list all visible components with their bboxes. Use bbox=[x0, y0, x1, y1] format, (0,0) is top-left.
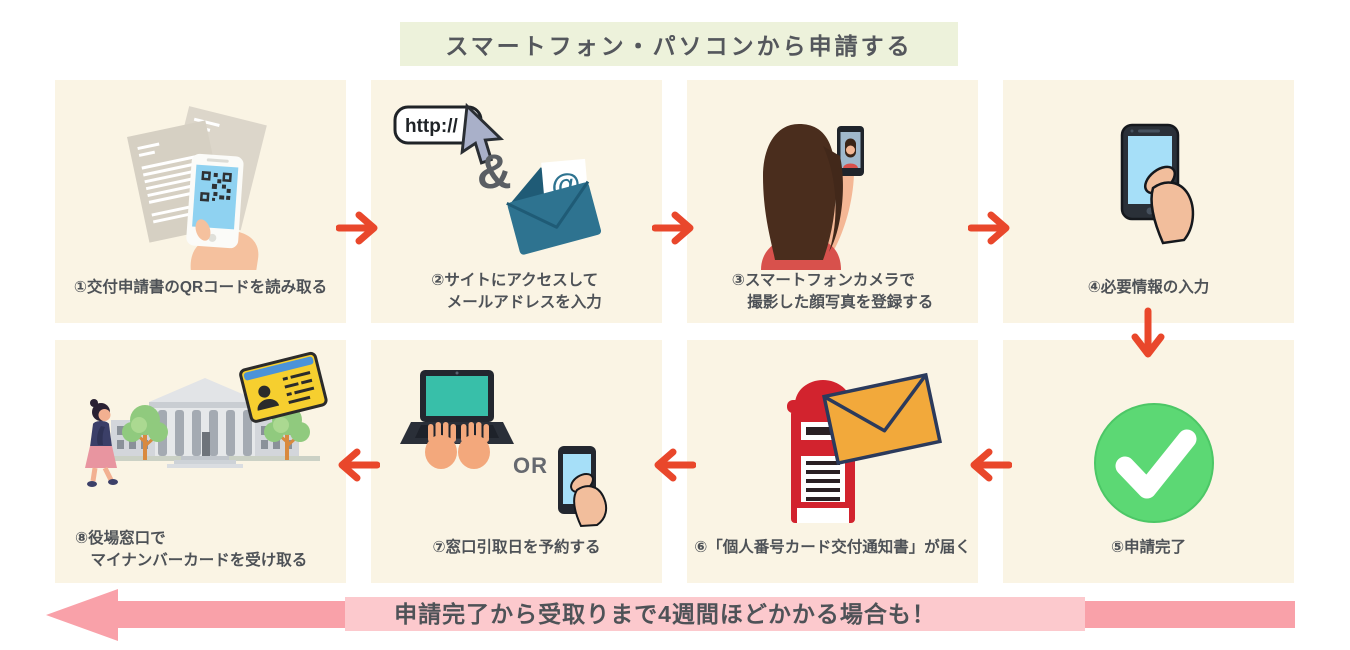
phone-in-hand-icon bbox=[1120, 123, 1195, 245]
tree-icon-left bbox=[122, 405, 168, 460]
arrow-right-icon-2 bbox=[652, 211, 694, 245]
phone-in-hand-icon bbox=[558, 446, 608, 528]
step-caption-4: ④必要情報の入力 bbox=[1087, 279, 1210, 296]
arrow-left-icon-1 bbox=[970, 448, 1012, 482]
arrow-left-icon-3 bbox=[338, 448, 380, 482]
city-office-illustration bbox=[85, 351, 328, 487]
arrow-right-icon-3 bbox=[968, 211, 1010, 245]
arrow-down-icon bbox=[1131, 307, 1165, 358]
cursor-icon bbox=[460, 102, 505, 165]
step-caption-2: ②サイトにアクセスして メールアドレスを入力 bbox=[431, 272, 602, 311]
or-label: OR bbox=[513, 453, 548, 478]
page-title: スマートフォン・パソコンから申請する bbox=[400, 22, 958, 66]
arrow-left-icon-2 bbox=[654, 448, 696, 482]
hand bbox=[573, 485, 608, 528]
complete-illustration bbox=[1094, 403, 1214, 523]
qr-code bbox=[199, 171, 232, 202]
return-arrow-note: 申請完了から受取りまで4週間ほどかかる場合も！ bbox=[394, 601, 936, 627]
qr-scan-illustration bbox=[127, 106, 267, 270]
input-info-illustration bbox=[1120, 123, 1195, 245]
step-caption-7: ⑦窓口引取日を予約する bbox=[432, 539, 601, 556]
typing-hands bbox=[425, 422, 490, 469]
envelope-icon: @ bbox=[506, 158, 602, 255]
selfie-phone-icon bbox=[837, 126, 864, 176]
step-caption-8: ⑧役場窓口で マイナンバーカードを受け取る bbox=[75, 530, 308, 569]
step-caption-1: ①交付申請書のQRコードを読み取る bbox=[73, 279, 328, 296]
step-card-6: ⑥「個人番号カード交付通知書」が届く bbox=[687, 340, 978, 583]
step-card-7: OR ⑦窓口引取日を予約する bbox=[371, 340, 662, 583]
checkmark-icon bbox=[1094, 403, 1214, 523]
step-caption-5: ⑤申請完了 bbox=[1110, 539, 1187, 556]
phone-icon bbox=[186, 153, 244, 249]
step-card-5: ⑤申請完了 bbox=[1003, 340, 1294, 583]
hair-front bbox=[823, 146, 843, 252]
return-arrow-highlight bbox=[345, 597, 1085, 631]
thumb bbox=[195, 219, 211, 241]
laptop-icon bbox=[400, 370, 514, 444]
step-caption-6: ⑥「個人番号カード交付通知書」が届く bbox=[694, 539, 971, 556]
hair bbox=[763, 124, 836, 260]
id-card-icon bbox=[239, 351, 328, 423]
step-card-4: ④必要情報の入力 bbox=[1003, 80, 1294, 323]
envelope-icon bbox=[821, 372, 943, 466]
ampersand-label: & bbox=[477, 146, 512, 199]
address-bar: http:// bbox=[393, 105, 483, 145]
site-access-illustration: http:// & @ bbox=[393, 102, 602, 255]
person-icon bbox=[85, 399, 118, 487]
step-card-1: ①交付申請書のQRコードを読み取る bbox=[55, 80, 346, 323]
arrow-right-icon-1 bbox=[336, 211, 378, 245]
step-card-3: ③スマートフォンカメラで 撮影した顔写真を登録する bbox=[687, 80, 978, 323]
step-card-8: ⑧役場窓口で マイナンバーカードを受け取る bbox=[55, 340, 346, 583]
selfie-illustration bbox=[761, 124, 864, 270]
return-arrow-head-icon bbox=[46, 589, 118, 641]
http-label: http:// bbox=[405, 116, 458, 137]
hand bbox=[1150, 181, 1195, 245]
reservation-illustration: OR bbox=[400, 370, 608, 528]
step-card-2: http:// & @ ②サイトにアクセスして メールアドレスを入力 bbox=[371, 80, 662, 323]
notification-illustration bbox=[787, 372, 943, 523]
step-caption-3: ③スマートフォンカメラで 撮影した顔写真を登録する bbox=[731, 272, 934, 311]
